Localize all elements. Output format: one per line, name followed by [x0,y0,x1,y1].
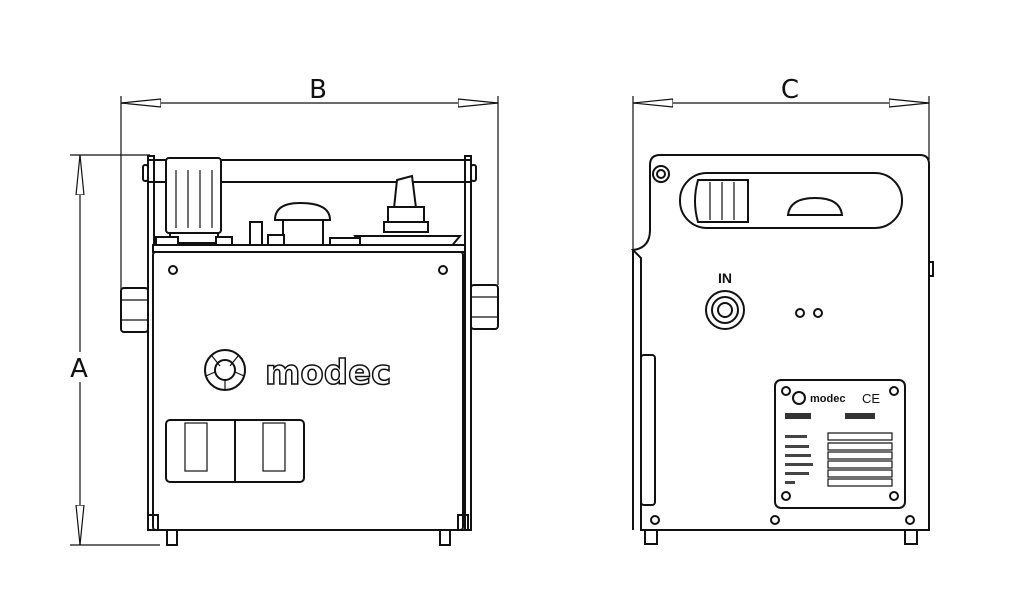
drawer-pocket [165,419,305,483]
dimension-b: B [120,75,499,290]
rating-plate: modec CE [774,379,906,509]
handle-slot [679,172,903,229]
filter-knob [155,157,233,248]
inlet-port [705,290,745,330]
gauge-dome [267,201,332,248]
front-view: modec [120,155,499,546]
dimension-c-label: C [781,75,799,105]
dimension-a-label: A [70,354,88,384]
front-panel [152,251,464,531]
dimension-a: A [66,154,160,546]
right-fitting [470,284,499,330]
dimension-c: C [632,75,930,250]
dimension-b-label: B [309,75,327,105]
left-fitting [120,287,149,333]
inlet-label: IN [718,270,732,286]
plate-logo-text: modec [810,393,845,405]
plate-ce-mark: CE [862,391,880,406]
side-view: IN modec CE [630,154,934,545]
modec-logo: modec [204,349,392,394]
logo-text: modec [265,353,391,393]
regulator-knob [329,174,463,249]
